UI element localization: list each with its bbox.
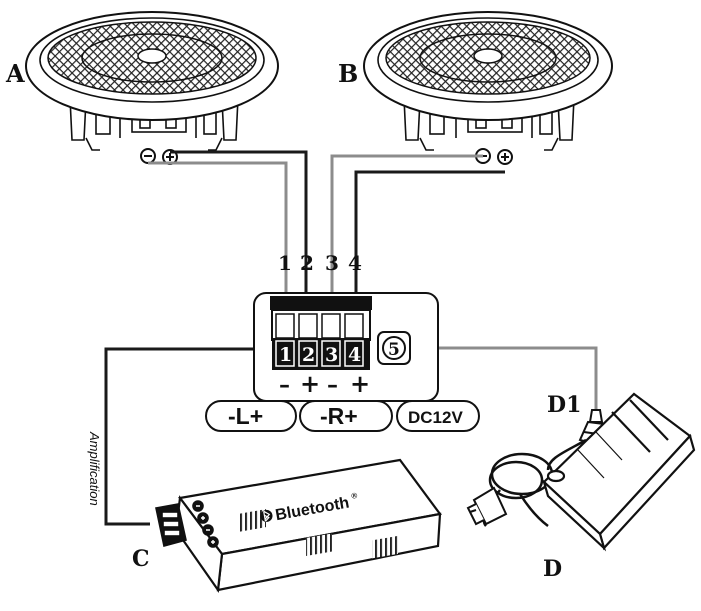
wire-2-speaker-a-plus xyxy=(170,150,308,322)
wire-numbers: 1 2 3 4 xyxy=(278,251,362,275)
polarity-1: – xyxy=(279,372,290,398)
amplification-label: Amplification xyxy=(87,431,102,506)
pill-right-channel xyxy=(299,400,393,432)
terminal-2-number: 2 xyxy=(302,344,315,366)
wire-number-4: 4 xyxy=(348,251,362,275)
terminal-4-number: 4 xyxy=(348,344,361,366)
control-box: 1 2 3 4 – + – + 5 xyxy=(253,292,439,402)
speaker-a-label: A xyxy=(5,59,25,88)
speaker-b-terminals xyxy=(475,148,513,165)
amplifier-connector xyxy=(155,500,219,548)
polarity-3: – xyxy=(327,372,338,398)
terminal-1-number: 1 xyxy=(279,344,292,366)
amplifier-vents xyxy=(240,509,398,559)
wire-1-speaker-a-minus xyxy=(148,161,288,322)
speaker-b-label: B xyxy=(338,59,358,88)
port-5: 5 xyxy=(377,331,411,365)
port-5-number: 5 xyxy=(388,340,400,360)
pill-dc12v xyxy=(396,400,480,432)
polarity-4: + xyxy=(350,369,370,398)
dc-power-wire xyxy=(410,346,598,412)
wire-3-speaker-b-minus xyxy=(330,154,483,322)
wire-4-speaker-b-plus xyxy=(354,170,505,322)
wire-number-3: 3 xyxy=(325,251,339,275)
bluetooth-amplifier: Bluetooth ® C xyxy=(132,458,442,594)
pill-left-channel xyxy=(205,400,297,432)
speaker-b: B xyxy=(338,11,613,165)
terminal-3-number: 3 xyxy=(325,344,338,366)
pill-dc12v-text: DC12V xyxy=(408,408,463,427)
wires xyxy=(104,150,598,526)
polarity-marks: – + – + xyxy=(279,369,370,398)
speaker-a: A xyxy=(5,11,279,165)
power-supply-label: D xyxy=(543,556,562,582)
output-labels: -L+ -R+ DC12V xyxy=(205,400,480,432)
pill-right-text: -R+ xyxy=(320,403,358,429)
bluetooth-registered-mark: ® xyxy=(351,491,358,501)
dc-plug-label: D1 xyxy=(547,392,581,418)
amplifier-label: C xyxy=(132,546,150,572)
power-supply: D D1 xyxy=(466,392,696,582)
wire-number-2: 2 xyxy=(300,251,314,275)
power-supply-body xyxy=(541,392,696,552)
polarity-2: + xyxy=(300,369,320,398)
pill-left-text: -L+ xyxy=(228,403,263,429)
terminal-block: 1 2 3 4 xyxy=(270,296,372,370)
amplification-wire xyxy=(104,347,254,526)
wire-number-1: 1 xyxy=(278,251,292,275)
mains-plug xyxy=(466,486,508,526)
